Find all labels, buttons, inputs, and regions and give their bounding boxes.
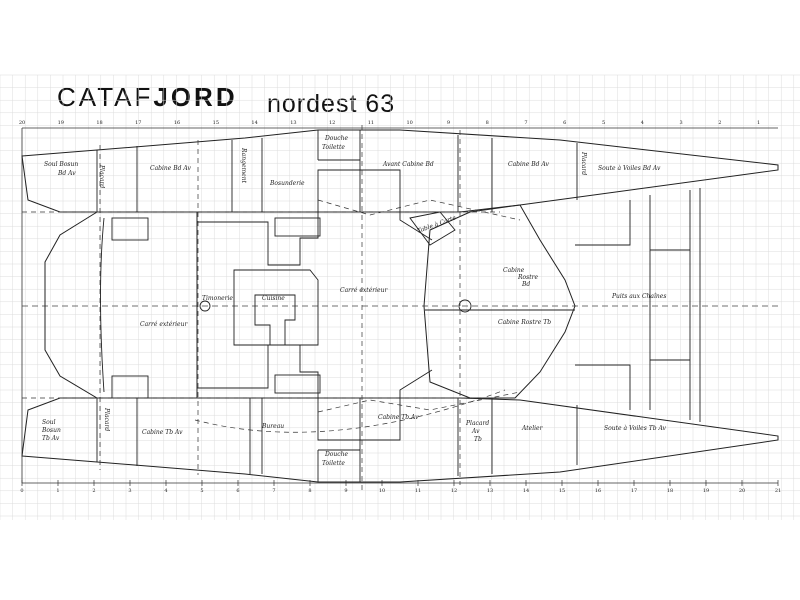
bottom-scale-tick: 1 <box>56 488 59 494</box>
label-puits-chaines: Puits aux Chaînes <box>611 293 666 300</box>
label-soul-bosun-bd-1: Soul Bosun <box>44 161 78 168</box>
label-placard-tb-av: Placard <box>103 407 110 431</box>
top-scale-tick: 5 <box>602 120 605 126</box>
label-placard-tb-av-fwd-3: Tb <box>474 436 482 443</box>
bottom-scale-tick: 4 <box>164 488 167 494</box>
top-scale-tick: 9 <box>447 120 450 126</box>
label-cabine-bd-av-fwd: Cabine Bd Av <box>508 161 549 168</box>
label-douche-bottom-2: Toilette <box>322 460 345 467</box>
top-scale-tick: 6 <box>563 120 566 126</box>
bottom-scale-tick: 15 <box>559 488 565 494</box>
label-cuisine: Cuisine <box>262 295 285 302</box>
top-scale-tick: 17 <box>135 120 141 126</box>
label-carre-exterieur-aft: Carré extérieur <box>140 321 188 328</box>
top-scale-tick: 7 <box>524 120 527 126</box>
hull-outline <box>21 129 779 483</box>
starboard-hull <box>21 397 779 483</box>
brand-title: CATAFJORD <box>57 82 238 113</box>
top-scale-tick: 4 <box>641 120 644 126</box>
top-scale-tick: 8 <box>486 120 489 126</box>
dashed-overlays <box>22 125 521 490</box>
top-scale-tick: 20 <box>19 120 25 126</box>
label-bosunderie: Bosunderie <box>269 180 305 187</box>
bottom-scale-tick: 10 <box>379 488 385 494</box>
bottom-scale-tick: 21 <box>775 488 781 494</box>
partitions <box>96 130 701 482</box>
bottom-scale-tick: 17 <box>631 488 637 494</box>
label-soute-voiles-bd: Soute à Voiles Bd Av <box>598 165 661 172</box>
bottom-scale-tick: 3 <box>128 488 131 494</box>
label-bureau: Bureau <box>261 423 284 430</box>
label-placard-tb-av-fwd-2: Av <box>471 428 480 435</box>
top-scale-tick: 10 <box>407 120 413 126</box>
port-hull <box>21 129 779 213</box>
label-avant-cabine-bd: Avant Cabine Bd <box>382 161 434 168</box>
label-carre-exterieur-main: Carré extérieur <box>340 287 388 294</box>
top-scale-tick: 1 <box>757 120 760 126</box>
bottom-scale-tick: 6 <box>236 488 239 494</box>
top-scale-tick: 19 <box>58 120 64 126</box>
bottom-scale-tick: 2 <box>92 488 95 494</box>
center-nacelle <box>44 211 198 399</box>
top-scale-tick: 3 <box>679 120 682 126</box>
top-scale-tick: 18 <box>96 120 102 126</box>
label-timonerie: Timonerie <box>202 295 233 302</box>
label-rangement: Rangement <box>240 147 247 184</box>
bottom-scale-tick: 18 <box>667 488 673 494</box>
label-cabine-rostre-bd-2: Rostre <box>517 274 538 281</box>
bottom-scale-tick: 20 <box>739 488 745 494</box>
top-scale-tick: 15 <box>213 120 219 126</box>
label-cabine-bd-av: Cabine Bd Av <box>150 165 191 172</box>
label-atelier: Atelier <box>521 425 544 432</box>
label-placard-bd-av-fwd: Placard <box>580 151 587 175</box>
bottom-scale-tick: 14 <box>523 488 529 494</box>
top-scale-tick: 16 <box>174 120 180 126</box>
scale-frame <box>21 127 778 484</box>
bottom-scale-tick: 8 <box>308 488 311 494</box>
label-cabine-rostre-bd-3: Bd <box>521 281 530 288</box>
label-soul-bosun-tb-2: Bosun <box>41 427 61 434</box>
label-cabine-rostre-tb: Cabine Rostre Tb <box>498 319 551 326</box>
label-placard-tb-av-fwd-1: Placard <box>465 420 489 427</box>
label-soul-bosun-tb-1: Soul <box>42 419 56 426</box>
nose-rostrum <box>423 204 576 399</box>
top-scale-tick: 12 <box>329 120 335 126</box>
brand-title-light: CATAF <box>57 82 154 112</box>
top-scale-tick: 11 <box>368 120 374 126</box>
brand-title-bold: JORD <box>153 82 238 112</box>
label-cabine-rostre-bd-1: Cabine <box>503 267 525 274</box>
bottom-scale-tick: 0 <box>20 488 23 494</box>
bottom-scale-tick: 7 <box>272 488 275 494</box>
label-soul-bosun-bd-2: Bd Av <box>57 170 76 177</box>
bottom-scale-tick: 12 <box>451 488 457 494</box>
graph-paper-grid <box>0 74 800 520</box>
bottom-scale-tick: 19 <box>703 488 709 494</box>
label-cabine-tb-av: Cabine Tb Av <box>378 414 419 421</box>
bottom-scale-tick: 5 <box>200 488 203 494</box>
bottom-scale-tick: 9 <box>344 488 347 494</box>
label-soute-voiles-tb: Soute à Voiles Tb Av <box>604 425 667 432</box>
label-douche-bottom-1: Douche <box>324 451 349 458</box>
model-title: nordest 63 <box>267 90 396 118</box>
top-scale-tick: 13 <box>290 120 296 126</box>
top-scale-tick: 2 <box>718 120 721 126</box>
label-cabine-tb-av-aft: Cabine Tb Av <box>142 429 183 436</box>
top-scale-tick: 14 <box>251 120 257 126</box>
label-placard-bd-av: Placard <box>98 164 105 188</box>
label-soul-bosun-tb-3: Tb Av <box>42 435 60 442</box>
label-douche-top-1: Douche <box>324 135 349 142</box>
bottom-scale-tick: 13 <box>487 488 493 494</box>
bottom-scale-tick: 11 <box>415 488 421 494</box>
label-douche-top-2: Toilette <box>322 144 345 151</box>
bottom-scale-tick: 16 <box>595 488 601 494</box>
